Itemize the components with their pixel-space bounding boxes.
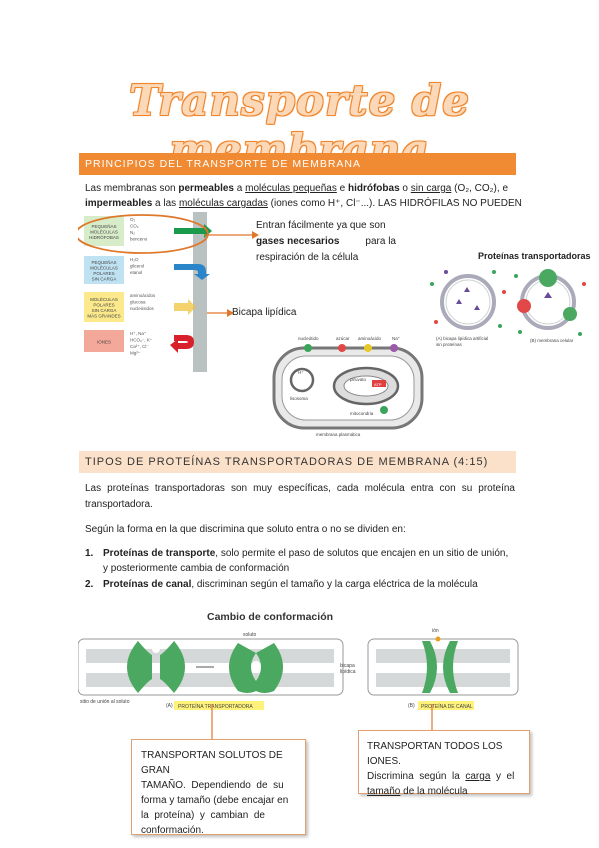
- vesicle-caption-a2: sin proteínas: [436, 342, 463, 347]
- pass-arrow-icon: [174, 224, 212, 238]
- permeability-figure: PEQUEÑASMOLÉCULASHIDRÓFOBASO₂CO₂N₂bencen…: [78, 212, 212, 372]
- cell-label-lisosoma: lisosoma: [290, 396, 308, 401]
- molecule-item-label: H⁺, Na⁺: [130, 331, 147, 336]
- bicapa-label-1: bicapa: [340, 663, 355, 669]
- molecule-item-label: H₂O: [130, 257, 139, 262]
- cell-label-aminoacido: aminoácido: [358, 336, 382, 341]
- proteinas-label: Proteínas transportadoras: [478, 251, 591, 261]
- molecule-item-label: Ca²⁺, Cl⁻: [130, 344, 149, 349]
- ion-label: ión: [432, 628, 439, 634]
- molecule-category-box: [84, 256, 124, 284]
- molecule-category-label: POLARES: [93, 271, 114, 276]
- vesicle-caption-b: (B) membrana celular: [530, 338, 574, 343]
- molecule-item-label: CO₂: [130, 224, 139, 229]
- molecule-item-label: nucleósidos: [130, 306, 155, 311]
- cell-label-membrana: membrana plasmática: [316, 432, 361, 437]
- list-item: 1. Proteínas de transporte, solo permite…: [85, 548, 509, 574]
- vesicles-figure: (A) bicapa lipídica artificial sin prote…: [430, 269, 586, 347]
- section2-paragraph-1: Las proteínas transportadoras son muy es…: [85, 483, 515, 510]
- cell-label-azucar: azúcar: [336, 336, 350, 341]
- caption-a: PROTEÍNA TRANSPORTADORA: [178, 703, 253, 710]
- cell-label-piruvato: piruvato: [350, 377, 367, 382]
- bicapa-label: Bicapa lipídica: [232, 307, 297, 318]
- molecule-item-label: Mg²⁺: [130, 351, 141, 356]
- molecule-item-label: benceno: [130, 237, 148, 242]
- blocked-arrow-icon: [170, 335, 194, 353]
- molecule-item-label: aminoácidos: [130, 293, 156, 298]
- channel-protein-box: TRANSPORTAN TODOS LOS IONES. Discrimina …: [358, 730, 530, 797]
- highlight-ellipse: [78, 214, 209, 254]
- bilayer-strip: [193, 212, 207, 372]
- bicapa-label-2: lipídica: [340, 669, 356, 675]
- caption-a-prefix: (A): [166, 703, 173, 709]
- section2-paragraph-2: Según la forma en la que discrimina que …: [85, 524, 406, 535]
- molecule-category-box: [84, 216, 124, 246]
- cell-figure: nucleótido azúcar aminoácido Na⁺ H⁺ piru…: [272, 336, 424, 437]
- molecule-category-label: POLARES: [93, 303, 114, 308]
- molecule-category-label: MÁS GRANDES: [87, 313, 120, 319]
- slow-pass-arrow-icon: [174, 264, 210, 280]
- cell-label-atp: ATP: [374, 382, 382, 387]
- molecule-category-label: PEQUEÑAS: [91, 223, 116, 229]
- conformation-figure: soluto sitio de unión al soluto (A) PROT…: [78, 628, 519, 710]
- vesicle-caption-a1: (A) bicapa lipídica artificial: [436, 336, 488, 341]
- molecule-category-box: [84, 330, 124, 352]
- page-title: Transporte de membrana: [128, 76, 471, 174]
- molecule-category-label: MOLÉCULAS: [90, 296, 118, 302]
- caption-b: PROTEÍNA DE CANAL: [421, 703, 473, 710]
- sitio-label: sitio de unión al soluto: [80, 699, 130, 705]
- molecule-category-label: MOLÉCULAS: [90, 228, 118, 234]
- molecule-category-box: [84, 292, 124, 322]
- molecule-item-label: glicerol: [130, 264, 144, 269]
- cell-label-mitocondria: mitocondria: [350, 411, 374, 416]
- section-heading-principios: PRINCIPIOS DEL TRANSPORTE DE MEMBRANA: [79, 153, 516, 175]
- cell-label-h: H⁺: [298, 370, 304, 375]
- types-list: 1. Proteínas de transporte, solo permite…: [85, 546, 525, 592]
- bicapa-arrow: [207, 309, 234, 317]
- list-item: 2. Proteínas de canal, discriminan según…: [85, 579, 478, 590]
- figure-title: Cambio de conformación: [207, 611, 334, 623]
- molecule-item-label: etanol: [130, 270, 142, 275]
- section-heading-tipos: TIPOS DE PROTEÍNAS TRANSPORTADORAS DE ME…: [79, 451, 516, 473]
- cell-label-nucleotido: nucleótido: [298, 336, 319, 341]
- partial-arrow-icon: [174, 299, 196, 315]
- carrier-protein-box: TRANSPORTAN SOLUTOS DE GRAN TAMAÑO. Depe…: [131, 739, 306, 836]
- molecule-item-label: N₂: [130, 230, 135, 235]
- molecule-category-label: SIN CARGA: [92, 308, 117, 313]
- section1-paragraph: Las membranas son permeables a moléculas…: [85, 183, 522, 209]
- caption-b-prefix: (B): [408, 703, 415, 709]
- cell-label-na: Na⁺: [392, 336, 401, 341]
- molecule-category-label: IONES: [97, 339, 111, 344]
- soluto-label: soluto: [243, 632, 257, 638]
- molecule-category-label: PEQUEÑAS: [91, 259, 116, 265]
- molecule-item-label: glucosa: [130, 300, 146, 305]
- molecule-category-label: HIDRÓFOBAS: [89, 234, 119, 240]
- connector-lines: [211, 704, 433, 740]
- molecule-item-label: HCO₃⁻, K⁺: [130, 338, 153, 343]
- molecule-item-label: O₂: [130, 217, 136, 222]
- molecule-category-label: MOLÉCULAS: [90, 265, 118, 271]
- callout-arrow: [204, 231, 259, 239]
- callout-text: Entran fácilmente ya que son gases neces…: [256, 220, 396, 263]
- molecule-category-label: SIN CARGA: [92, 277, 117, 282]
